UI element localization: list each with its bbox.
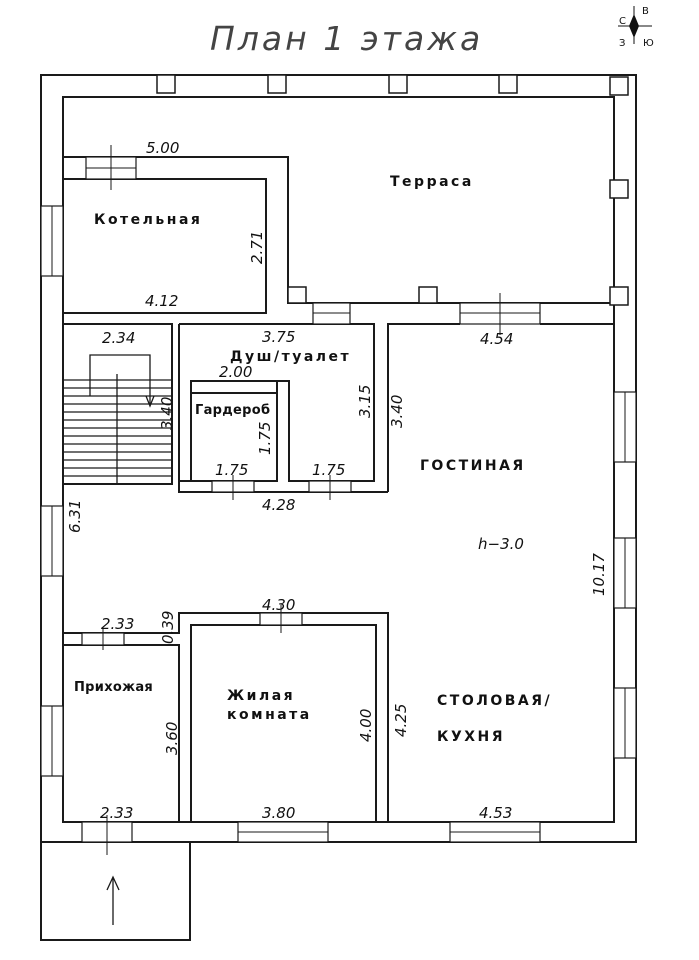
room-label-living: ГОСТИНАЯ (420, 458, 526, 474)
dim-wardrobe-top: 2.00 (219, 363, 252, 381)
dim-wardrobe-bottom: 1.75 (215, 461, 248, 479)
compass-icon: С В З Ю (618, 6, 654, 49)
dim-terrace-width: 5.00 (146, 139, 179, 157)
dim-bedroom-height: 4.00 (357, 709, 375, 742)
room-label-shower: Душ/туалет (230, 349, 351, 365)
entrance-porch (40, 815, 191, 941)
dim-stairs-height: 3.40 (158, 397, 176, 430)
compass-south: Ю (643, 38, 654, 49)
boiler-room (62, 145, 267, 314)
compass-west: З (619, 38, 625, 49)
terrace-boundary (63, 156, 614, 304)
room-label-terrace: Терраса (390, 174, 474, 190)
living-room (312, 293, 614, 492)
room-label-bedroom-2: комната (227, 707, 312, 723)
room-label-boiler: Котельная (94, 212, 202, 228)
plan-title: План 1 этажа (210, 19, 483, 58)
shower-wardrobe-block (178, 323, 388, 500)
dim-boiler-height: 2.71 (248, 231, 266, 264)
dim-outer-right: 10.17 (590, 553, 608, 596)
room-label-wardrobe: Гардероб (195, 403, 270, 418)
dim-hall-bottom: 2.33 (100, 804, 133, 822)
dim-dining-height: 4.25 (392, 704, 410, 737)
dim-hall-top: 2.33 (101, 615, 134, 633)
dim-bedroom-bottom: 3.80 (262, 804, 295, 822)
dim-wardrobe-height: 1.75 (256, 422, 274, 455)
dim-corridor-height: 6.31 (66, 500, 84, 533)
dim-living-left: 3.40 (388, 395, 406, 428)
compass-east: В (642, 6, 649, 17)
windows (40, 205, 637, 843)
room-label-bedroom-1: Жилая (227, 688, 295, 704)
dim-hall-height: 3.60 (163, 722, 181, 755)
dim-living-top: 4.54 (480, 330, 513, 348)
room-label-dining-1: СТОЛОВАЯ/ (437, 693, 552, 709)
dim-shower-bottom: 1.75 (312, 461, 345, 479)
dim-boiler-width: 4.12 (145, 292, 178, 310)
stairs (62, 323, 173, 485)
dim-dining-bottom: 4.53 (479, 804, 512, 822)
outer-walls (40, 74, 637, 843)
dim-shower-width: 3.75 (262, 328, 295, 346)
hall (62, 628, 180, 823)
ceiling-height-label: h−3.0 (478, 535, 524, 553)
compass-north: С (619, 16, 626, 27)
terrace-columns (156, 74, 629, 306)
dim-stairs-width: 2.34 (102, 329, 135, 347)
dim-gap: 0.39 (159, 611, 177, 644)
dim-bedroom-top: 4.30 (262, 596, 295, 614)
dim-corridor-width: 4.28 (262, 496, 295, 514)
room-label-dining-2: КУХНЯ (437, 729, 505, 745)
room-label-hall: Прихожая (74, 680, 153, 695)
dim-shower-height: 3.15 (356, 385, 374, 418)
